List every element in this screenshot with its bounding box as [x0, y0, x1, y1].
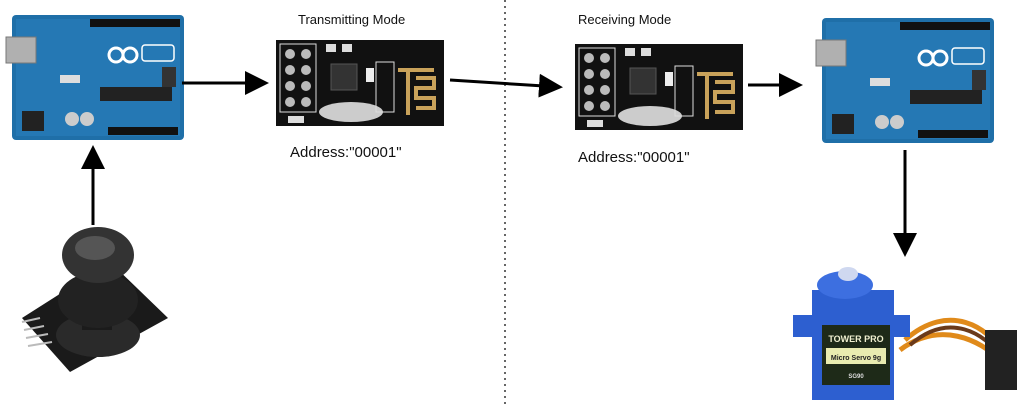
nrf24l01-receiver: [573, 42, 745, 132]
transmitter-address-label: Address:"00001": [290, 144, 402, 161]
receiving-mode-label: Receiving Mode: [578, 12, 672, 27]
receiver-address-label: Address:"00001": [578, 149, 690, 166]
arrow-tx-to-rx: [449, 73, 563, 98]
arduino-uno-receiver: [814, 16, 996, 145]
arduino-uno-transmitter: [4, 13, 186, 142]
nrf24l01-transmitter: [274, 38, 446, 128]
transmitting-mode-label: Transmitting Mode: [298, 12, 406, 27]
servo-brand-logo: TOWER PRO: [828, 334, 883, 344]
servo-motor: TOWER PRO Micro Servo 9g SG90: [793, 267, 1017, 400]
joystick-module: [21, 227, 168, 372]
svg-text:Micro Servo 9g: Micro Servo 9g: [831, 355, 881, 362]
svg-text:SG90: SG90: [848, 374, 864, 380]
